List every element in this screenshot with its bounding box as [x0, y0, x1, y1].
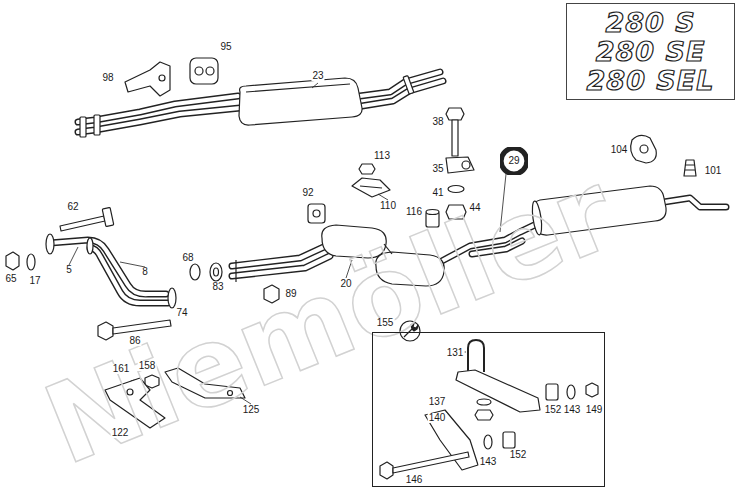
callout-number: 65	[4, 274, 17, 284]
callout-number: 161	[112, 364, 131, 374]
model-badge-box: 280 S280 SE280 SEL	[566, 3, 735, 100]
callout-number: 131	[446, 348, 465, 358]
callout-number: 152	[509, 450, 528, 460]
model-badge-text: 280 S	[605, 9, 695, 36]
callout-number: 68	[181, 253, 194, 263]
callout-number: 17	[28, 276, 41, 286]
callout-number: 98	[101, 73, 114, 83]
callout-number: 137	[428, 397, 447, 407]
callout-number: 41	[431, 188, 444, 198]
callout-number: 20	[339, 279, 352, 289]
model-badge-text: 280 SE	[596, 38, 706, 65]
callout-number: 158	[138, 361, 157, 371]
callout-number: 101	[704, 166, 723, 176]
callout-number: 23	[311, 71, 324, 81]
callout-number: 143	[563, 405, 582, 415]
callout-number: 44	[468, 203, 481, 213]
detail-inset-box: 155131137140152143149143152146	[372, 332, 605, 487]
callout-number: 140	[428, 413, 447, 423]
callout-number: 83	[211, 282, 224, 292]
callout-number: 89	[284, 289, 297, 299]
callout-number: 110	[379, 201, 397, 211]
callout-number: 29	[508, 156, 519, 166]
callout-number: 152	[544, 405, 563, 415]
callout-number: 38	[431, 117, 444, 127]
callout-number: 5	[65, 265, 73, 275]
callout-number: 86	[128, 336, 141, 346]
callout-number: 116	[405, 207, 423, 217]
callout-number: 92	[301, 188, 314, 198]
callout-number: 122	[111, 428, 130, 438]
callout-number: 125	[242, 405, 261, 415]
callout-circle: 29	[500, 147, 528, 175]
callout-number: 8	[141, 267, 149, 277]
model-badge-text: 280 SEL	[587, 67, 715, 94]
callout-number: 143	[479, 457, 498, 467]
callout-number: 149	[585, 405, 604, 415]
callout-number: 113	[373, 151, 391, 161]
callout-number: 104	[610, 145, 629, 155]
callout-number: 62	[66, 202, 79, 212]
callout-number: 35	[431, 164, 444, 174]
callout-number: 74	[175, 308, 188, 318]
callout-number: 146	[405, 475, 424, 485]
callout-number: 95	[219, 42, 232, 52]
callout-number: 155	[376, 318, 395, 328]
